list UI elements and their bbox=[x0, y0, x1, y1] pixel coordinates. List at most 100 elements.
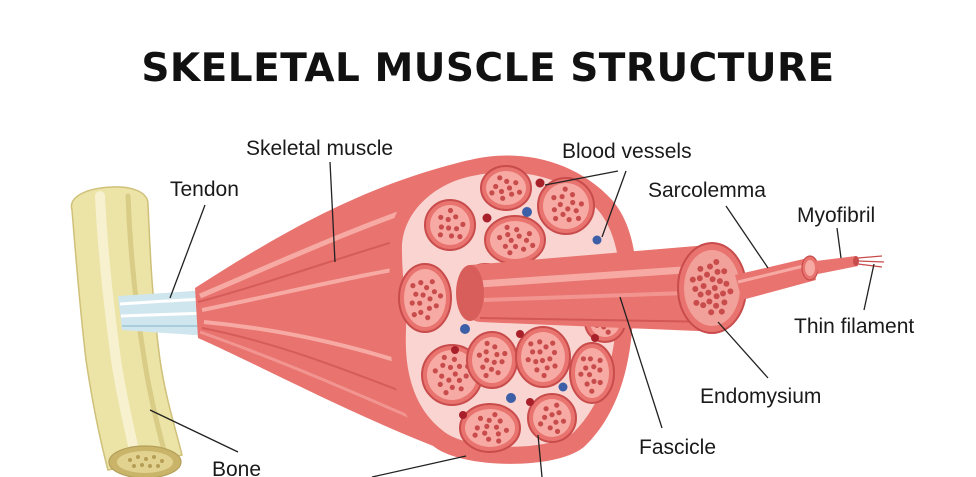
myofibril-end bbox=[689, 276, 696, 283]
fiber-dot bbox=[521, 246, 527, 252]
fiber-dot bbox=[447, 364, 454, 370]
fiber-dot bbox=[418, 280, 424, 286]
fiber-dot bbox=[498, 188, 505, 195]
fiber-dot bbox=[437, 381, 443, 387]
fiber-dot bbox=[484, 423, 490, 429]
fiber-dot bbox=[508, 237, 514, 243]
fiber-dot bbox=[476, 352, 482, 358]
myofibril-end bbox=[711, 285, 718, 291]
fiber-dot bbox=[494, 351, 500, 358]
fiber-dot bbox=[583, 365, 589, 371]
fiber-dot bbox=[493, 424, 500, 430]
fiber-dot bbox=[448, 233, 455, 239]
fascicle-interior bbox=[472, 337, 512, 383]
myofibril-end bbox=[713, 259, 720, 265]
fiber-dot bbox=[586, 372, 593, 378]
myofibril-end bbox=[706, 298, 713, 305]
fiber-dot bbox=[530, 349, 536, 355]
myofibril-end bbox=[700, 283, 707, 289]
myofibril-end bbox=[693, 299, 700, 306]
fiber-dot bbox=[512, 243, 519, 250]
fiber-dot bbox=[492, 412, 498, 418]
blood-vessel-group bbox=[451, 178, 602, 419]
fascicle-interior bbox=[465, 409, 515, 447]
fiber-dot bbox=[538, 421, 544, 427]
fiber-dot bbox=[474, 425, 480, 431]
label-sarcolemma: Sarcolemma bbox=[648, 179, 766, 202]
fiber-dot bbox=[427, 296, 433, 302]
fiber-dot bbox=[437, 232, 443, 238]
fiber-dot bbox=[451, 356, 457, 362]
fiber-dot bbox=[570, 199, 576, 206]
fiber-dot bbox=[547, 425, 553, 431]
fascicle-interior bbox=[486, 171, 526, 205]
fiber-dot bbox=[495, 370, 501, 376]
label-thin-filament: Thin filament bbox=[794, 315, 914, 338]
myofibril-end bbox=[723, 280, 730, 287]
myofibril-ends bbox=[689, 259, 734, 316]
myofibril-end bbox=[709, 276, 716, 283]
myofibril-end bbox=[727, 288, 734, 295]
fiber-dot bbox=[458, 386, 464, 392]
fiber-dot bbox=[502, 243, 508, 249]
fiber-dot bbox=[553, 215, 559, 222]
fiber-dot bbox=[449, 384, 455, 390]
fiber-dot bbox=[460, 221, 466, 227]
myofibril-end bbox=[720, 290, 726, 297]
fiber-dot bbox=[523, 237, 530, 243]
myofibril-end bbox=[700, 302, 707, 309]
fiber-dot bbox=[505, 232, 511, 238]
fiber-dot bbox=[484, 340, 490, 346]
fiber-dot bbox=[420, 292, 426, 298]
fiber-dot bbox=[587, 356, 594, 362]
fiber-dot bbox=[443, 390, 449, 396]
fiber-dot bbox=[504, 178, 510, 184]
fiber-dot bbox=[445, 216, 451, 223]
fiber-dot bbox=[491, 359, 497, 365]
fiber-dot bbox=[493, 183, 499, 190]
fiber-dot bbox=[437, 293, 444, 299]
fiber-dot bbox=[441, 354, 447, 360]
myofibril-end bbox=[697, 265, 704, 272]
fiber-dot bbox=[597, 367, 603, 373]
fiber-dot bbox=[542, 414, 548, 420]
fiber-dot bbox=[516, 189, 523, 195]
fiber-dot bbox=[447, 207, 454, 214]
fiber-dot bbox=[463, 373, 469, 379]
fiber-dot bbox=[549, 412, 555, 418]
fiber-dot bbox=[597, 379, 603, 386]
label-myofibril: Myofibril bbox=[797, 204, 875, 227]
fiber-dot bbox=[477, 415, 484, 421]
leader-lines bbox=[149, 161, 875, 477]
fiber-dot bbox=[488, 366, 495, 372]
fiber-dot bbox=[439, 373, 445, 379]
fascicle-interior bbox=[490, 221, 540, 259]
fiber-dot bbox=[438, 224, 444, 230]
label-blood-vessels: Blood vessels bbox=[562, 140, 692, 163]
fiber-dot bbox=[584, 381, 590, 387]
fiber-dot bbox=[554, 402, 560, 408]
myofibril-end bbox=[705, 289, 712, 296]
label-skeletal-muscle: Skeletal muscle bbox=[246, 137, 393, 160]
fiber-dot bbox=[578, 371, 584, 377]
fiber-dot bbox=[580, 356, 587, 362]
myofibril-end bbox=[708, 309, 715, 316]
fiber-dot bbox=[605, 329, 611, 335]
fiber-dot bbox=[525, 357, 531, 363]
fiber-dot bbox=[569, 192, 576, 198]
fiber-dot bbox=[425, 315, 431, 321]
fiber-dot bbox=[565, 206, 571, 212]
fiber-dot bbox=[429, 279, 435, 285]
fiber-dot bbox=[453, 214, 459, 220]
fiber-dot bbox=[438, 214, 444, 220]
fiber-dot bbox=[497, 418, 503, 424]
fiber-dot bbox=[514, 227, 520, 233]
fiber-dot bbox=[440, 362, 446, 368]
fiber-dot bbox=[513, 180, 519, 186]
myofibril-end bbox=[714, 268, 721, 275]
fiber-dot bbox=[499, 359, 505, 365]
fiber-dot bbox=[489, 190, 495, 196]
fiber-dot bbox=[483, 372, 489, 379]
fiber-dot bbox=[495, 431, 501, 437]
